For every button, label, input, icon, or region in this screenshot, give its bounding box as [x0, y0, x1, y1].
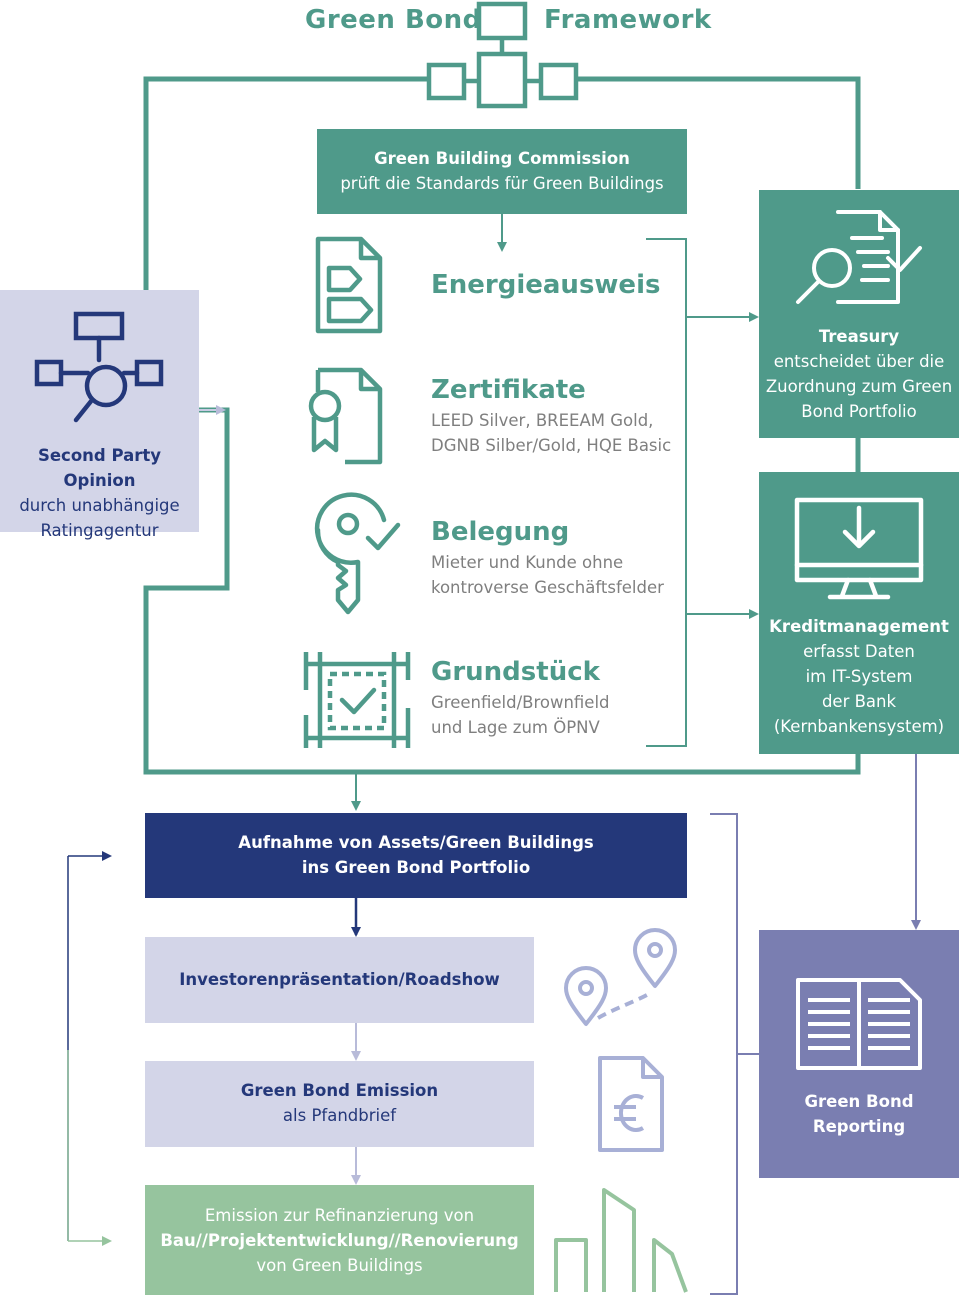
reporting-line2: Reporting — [812, 1117, 906, 1136]
investor-text: Investorenpräsentation/Roadshow — [179, 970, 500, 989]
criteria-zertifikate-title: Zertifikate — [431, 375, 586, 405]
title-left: Green Bond — [305, 5, 482, 35]
criteria-belegung-line1: Mieter und Kunde ohne — [431, 553, 624, 572]
investor-box: Investorenpräsentation/Roadshow — [145, 937, 534, 1023]
criteria-grundstueck-line1: Greenfield/Brownfield — [431, 693, 610, 712]
criteria-grundstueck-title: Grundstück — [431, 657, 600, 687]
treasury-title: Treasury — [818, 327, 900, 346]
reporting-line1: Green Bond — [804, 1092, 914, 1111]
commission-text: prüft die Standards für Green Buildings — [340, 174, 664, 193]
kredit-line4: (Kernbankensystem) — [773, 717, 945, 736]
refinanz-line1: Emission zur Refinanzierung von — [204, 1206, 475, 1225]
emission-line2: als Pfandbrief — [282, 1106, 397, 1125]
criteria-belegung-line2: kontroverse Geschäftsfelder — [431, 578, 664, 597]
criteria-zertifikate-line1: LEED Silver, BREEAM Gold, — [431, 411, 654, 430]
criteria-zertifikate-line2: DGNB Silber/Gold, HQE Basic — [431, 436, 672, 455]
second-party-line2: Ratingagentur — [40, 521, 159, 540]
refinanz-box: Emission zur Refinanzierung von Bau//Pro… — [145, 1185, 534, 1295]
emission-line1: Green Bond Emission — [240, 1081, 439, 1100]
framework-frame — [143, 76, 861, 775]
kredit-line2: im IT-System — [805, 667, 913, 686]
reporting-bracket — [710, 813, 738, 1295]
commission-title: Green Building Commission — [374, 149, 630, 168]
emission-box: Green Bond Emission als Pfandbrief — [145, 1061, 534, 1147]
refinanz-line2: Bau//Projektentwicklung//Renovierung — [160, 1231, 519, 1250]
second-party-title: Second Party Opinion — [37, 446, 162, 490]
treasury-text: Treasury entscheidet über die Zuordnung … — [759, 324, 959, 424]
kredit-line1: erfasst Daten — [803, 642, 915, 661]
reporting-box — [759, 930, 959, 1178]
criteria-belegung-title: Belegung — [431, 517, 570, 547]
aufnahme-line1: Aufnahme von Assets/Green Buildings — [238, 833, 594, 852]
treasury-line2: Zuordnung zum Green — [765, 377, 953, 396]
aufnahme-line2: ins Green Bond Portfolio — [301, 858, 531, 877]
kredit-line3: der Bank — [821, 692, 897, 711]
refinanz-line3: von Green Buildings — [256, 1256, 423, 1275]
second-party-line1: durch unabhängige — [19, 496, 180, 515]
treasury-line1: entscheidet über die — [773, 352, 945, 371]
reporting-text: Green Bond Reporting — [759, 1089, 959, 1139]
treasury-line3: Bond Portfolio — [801, 402, 917, 421]
title-right: Framework — [544, 5, 712, 35]
aufnahme-box: Aufnahme von Assets/Green Buildings ins … — [145, 813, 687, 898]
second-party-text: Second Party Opinion durch unabhängige R… — [0, 443, 199, 543]
kredit-title: Kreditmanagement — [769, 617, 949, 636]
criteria-grundstueck-line2: und Lage zum ÖPNV — [431, 718, 600, 737]
criteria-bracket — [646, 238, 687, 747]
commission-box: Green Building Commission prüft die Stan… — [317, 129, 687, 214]
framework-logo-icon — [426, 1, 579, 109]
kredit-text: Kreditmanagement erfasst Daten im IT-Sys… — [759, 614, 959, 739]
criteria-energieausweis-title: Energieausweis — [431, 270, 661, 300]
